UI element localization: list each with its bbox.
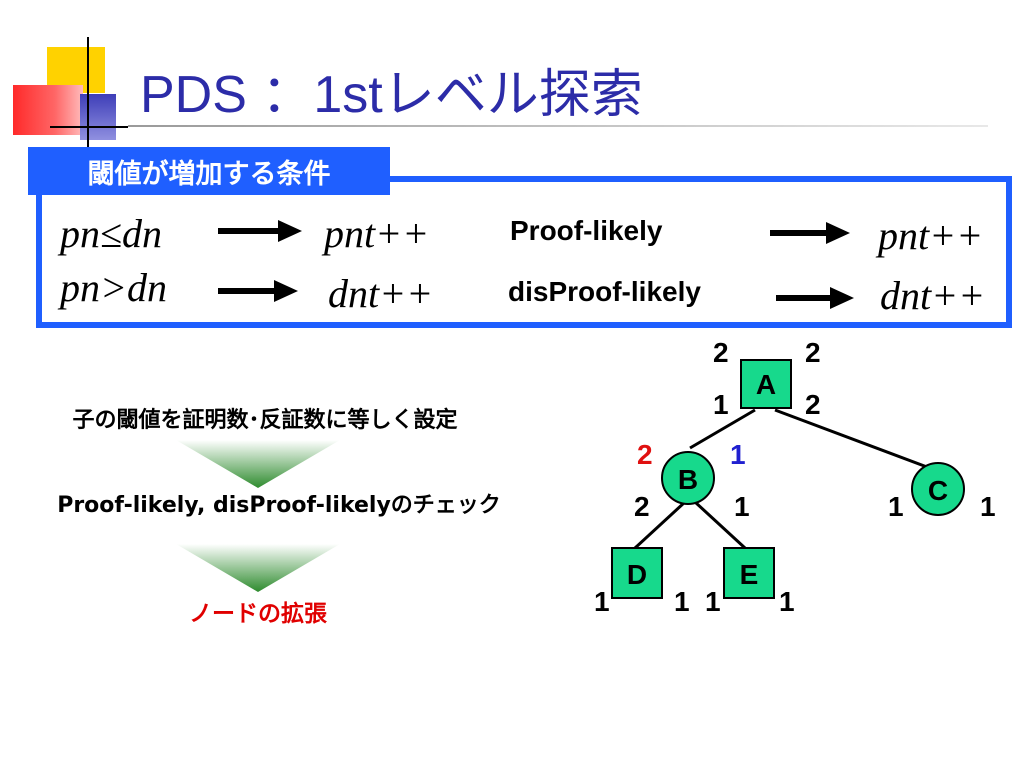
label-disproof-likely: disProof-likely bbox=[508, 276, 701, 307]
node-b-disproof-number: 1 bbox=[734, 491, 750, 522]
tree-node-c-label: C bbox=[928, 475, 948, 506]
node-b-threshold-pn: 2 bbox=[637, 439, 653, 470]
node-e-disproof-number: 1 bbox=[779, 586, 795, 617]
result-dnt-increment: dnt++ bbox=[328, 271, 434, 316]
node-c-proof-number: 1 bbox=[888, 491, 904, 522]
node-b-threshold-dn: 1 bbox=[730, 439, 746, 470]
tree-node-e-label: E bbox=[740, 559, 759, 590]
node-d-disproof-number: 1 bbox=[674, 586, 690, 617]
page-title: PDS ：1stレベル探索 bbox=[140, 66, 643, 124]
result-dnt-increment-2: dnt++ bbox=[880, 273, 986, 318]
condition-pn-le-dn: pn≤dn bbox=[60, 211, 162, 256]
condition-box bbox=[36, 176, 1012, 328]
node-a-threshold-pn: 2 bbox=[713, 337, 729, 368]
arrow-right-icon bbox=[770, 222, 850, 244]
label-proof-likely: Proof-likely bbox=[510, 215, 663, 246]
arrow-right-icon bbox=[218, 280, 298, 302]
logo-vertical-line bbox=[87, 37, 89, 147]
tree-node-b: B bbox=[661, 451, 715, 505]
result-pnt-increment-2: pnt++ bbox=[878, 213, 984, 258]
tree-node-a-label: A bbox=[756, 369, 776, 400]
tree-node-a: A bbox=[740, 359, 792, 409]
tree-edge-b-d bbox=[633, 500, 687, 550]
flow-step-expand-node: ノードの拡張 bbox=[189, 601, 327, 627]
node-e-proof-number: 1 bbox=[705, 586, 721, 617]
tree-edge-b-e bbox=[693, 500, 747, 550]
tree-node-e: E bbox=[723, 547, 775, 599]
tree-node-d: D bbox=[611, 547, 663, 599]
tree-edge-a-c bbox=[774, 408, 936, 472]
node-a-proof-number: 1 bbox=[713, 389, 729, 420]
result-pnt-increment: pnt++ bbox=[324, 211, 430, 256]
arrow-right-icon bbox=[218, 220, 302, 242]
node-b-proof-number: 2 bbox=[634, 491, 650, 522]
tree-node-c: C bbox=[911, 462, 965, 516]
down-triangle-icon bbox=[176, 544, 340, 592]
node-c-disproof-number: 1 bbox=[980, 491, 996, 522]
tree-node-d-label: D bbox=[627, 559, 647, 590]
condition-box-tab: 閾値が増加する条件 bbox=[28, 147, 390, 195]
node-a-disproof-number: 2 bbox=[805, 389, 821, 420]
tree-edge-a-b bbox=[689, 408, 756, 450]
arrow-right-icon bbox=[776, 287, 854, 309]
logo-blue-square bbox=[80, 94, 116, 140]
flow-step-check-likely: Proof-likely, disProof-likelyのチェック bbox=[57, 493, 501, 518]
logo-horizontal-line bbox=[50, 126, 128, 128]
condition-pn-gt-dn: pn>dn bbox=[60, 265, 167, 310]
title-underline bbox=[128, 125, 988, 127]
flow-step-set-thresholds: 子の閾値を証明数･反証数に等しく設定 bbox=[72, 408, 458, 433]
node-d-proof-number: 1 bbox=[594, 586, 610, 617]
node-a-threshold-dn: 2 bbox=[805, 337, 821, 368]
down-triangle-icon bbox=[176, 440, 340, 488]
tree-node-b-label: B bbox=[678, 464, 698, 495]
